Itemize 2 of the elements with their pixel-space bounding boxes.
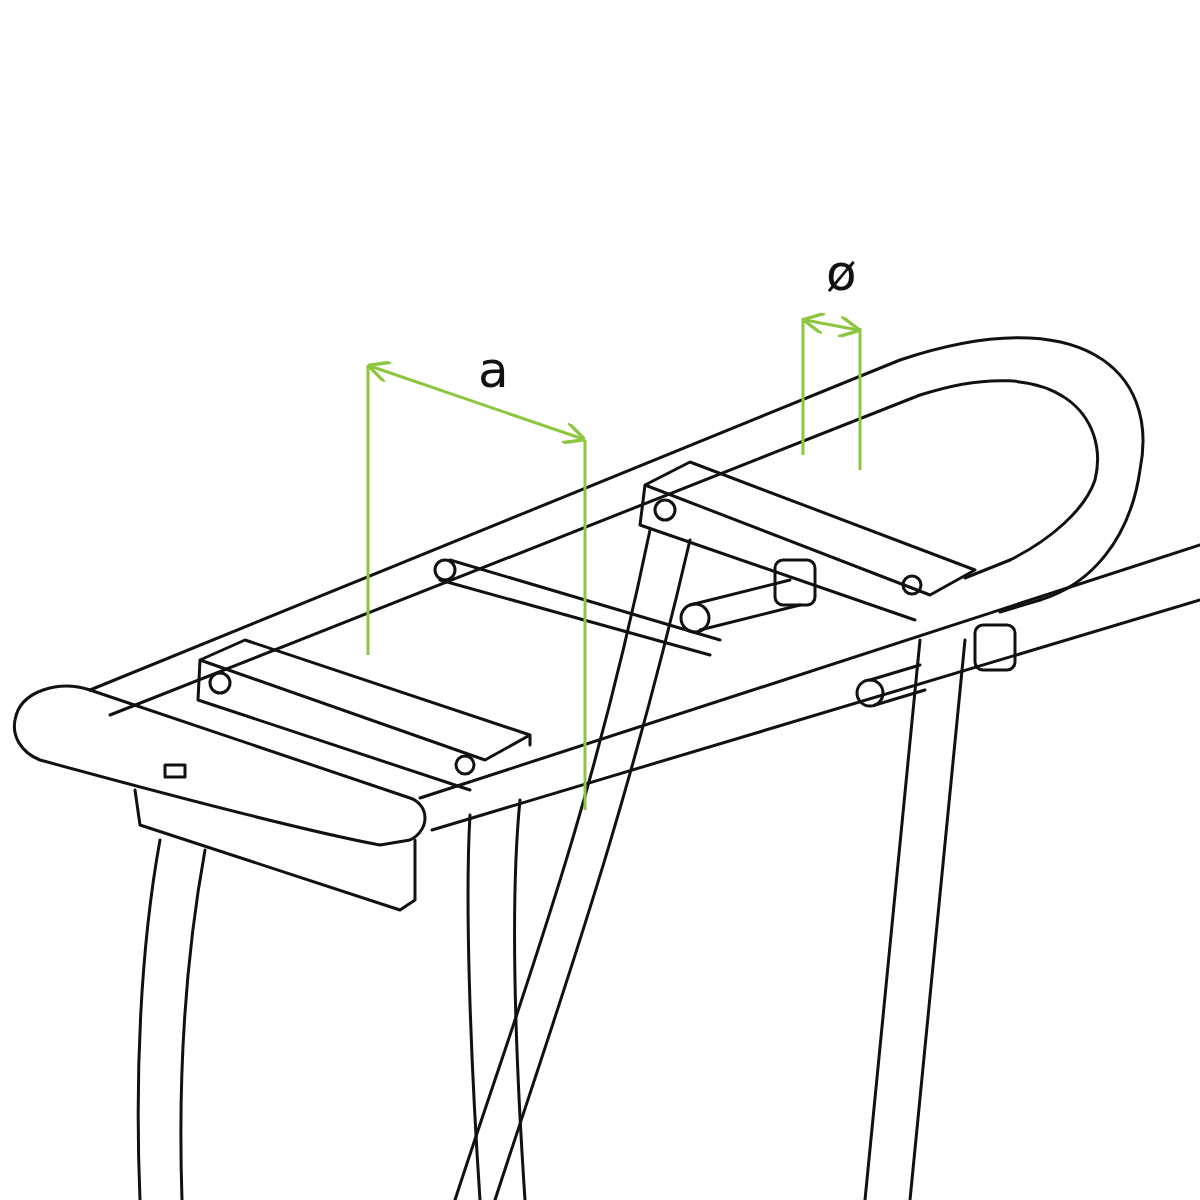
diameter-label: ø (826, 248, 857, 298)
dimension-label: a (478, 345, 509, 395)
